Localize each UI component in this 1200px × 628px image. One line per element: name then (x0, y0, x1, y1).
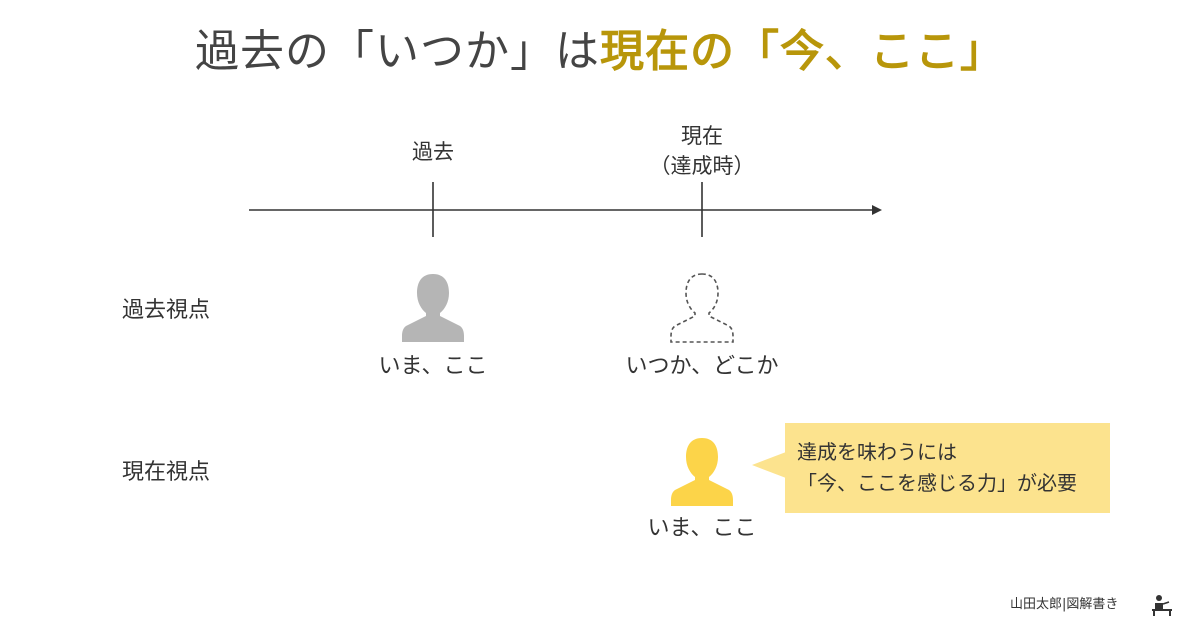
tick-label-past: 過去 (412, 140, 454, 164)
row-label-past-view: 過去視点 (122, 298, 211, 323)
callout-line-2: 「今、ここを感じる力」が必要 (797, 471, 1077, 495)
tick-label-present: 現在 (681, 124, 723, 148)
title-part-2-highlight: 現在の「今、ここ」 (600, 26, 1005, 77)
title-part-1: 過去の「いつか」は (195, 26, 600, 77)
writer-desk-icon (1152, 595, 1172, 616)
caption-future-self: いつか、どこか (625, 354, 779, 379)
footer-credit: 山田太郎|図解書き (1010, 597, 1119, 612)
person-outline-icon-future-self (670, 273, 734, 343)
person-icon-present-self (671, 438, 733, 506)
caption-present-self: いま、ここ (647, 516, 757, 541)
row-label-present-view: 現在視点 (122, 460, 211, 485)
timeline-arrowhead (872, 205, 882, 215)
tick-label-present-sub: （達成時） (649, 154, 755, 178)
person-icon-past-self (402, 274, 464, 342)
caption-past-self: いま、ここ (378, 354, 488, 379)
callout-box: 達成を味わうには 「今、ここを感じる力」が必要 (785, 423, 1110, 513)
page-title: 過去の「いつか」は現在の「今、ここ」 (0, 22, 1200, 82)
callout-tail (752, 452, 786, 478)
callout-line-1: 達成を味わうには (797, 440, 957, 464)
